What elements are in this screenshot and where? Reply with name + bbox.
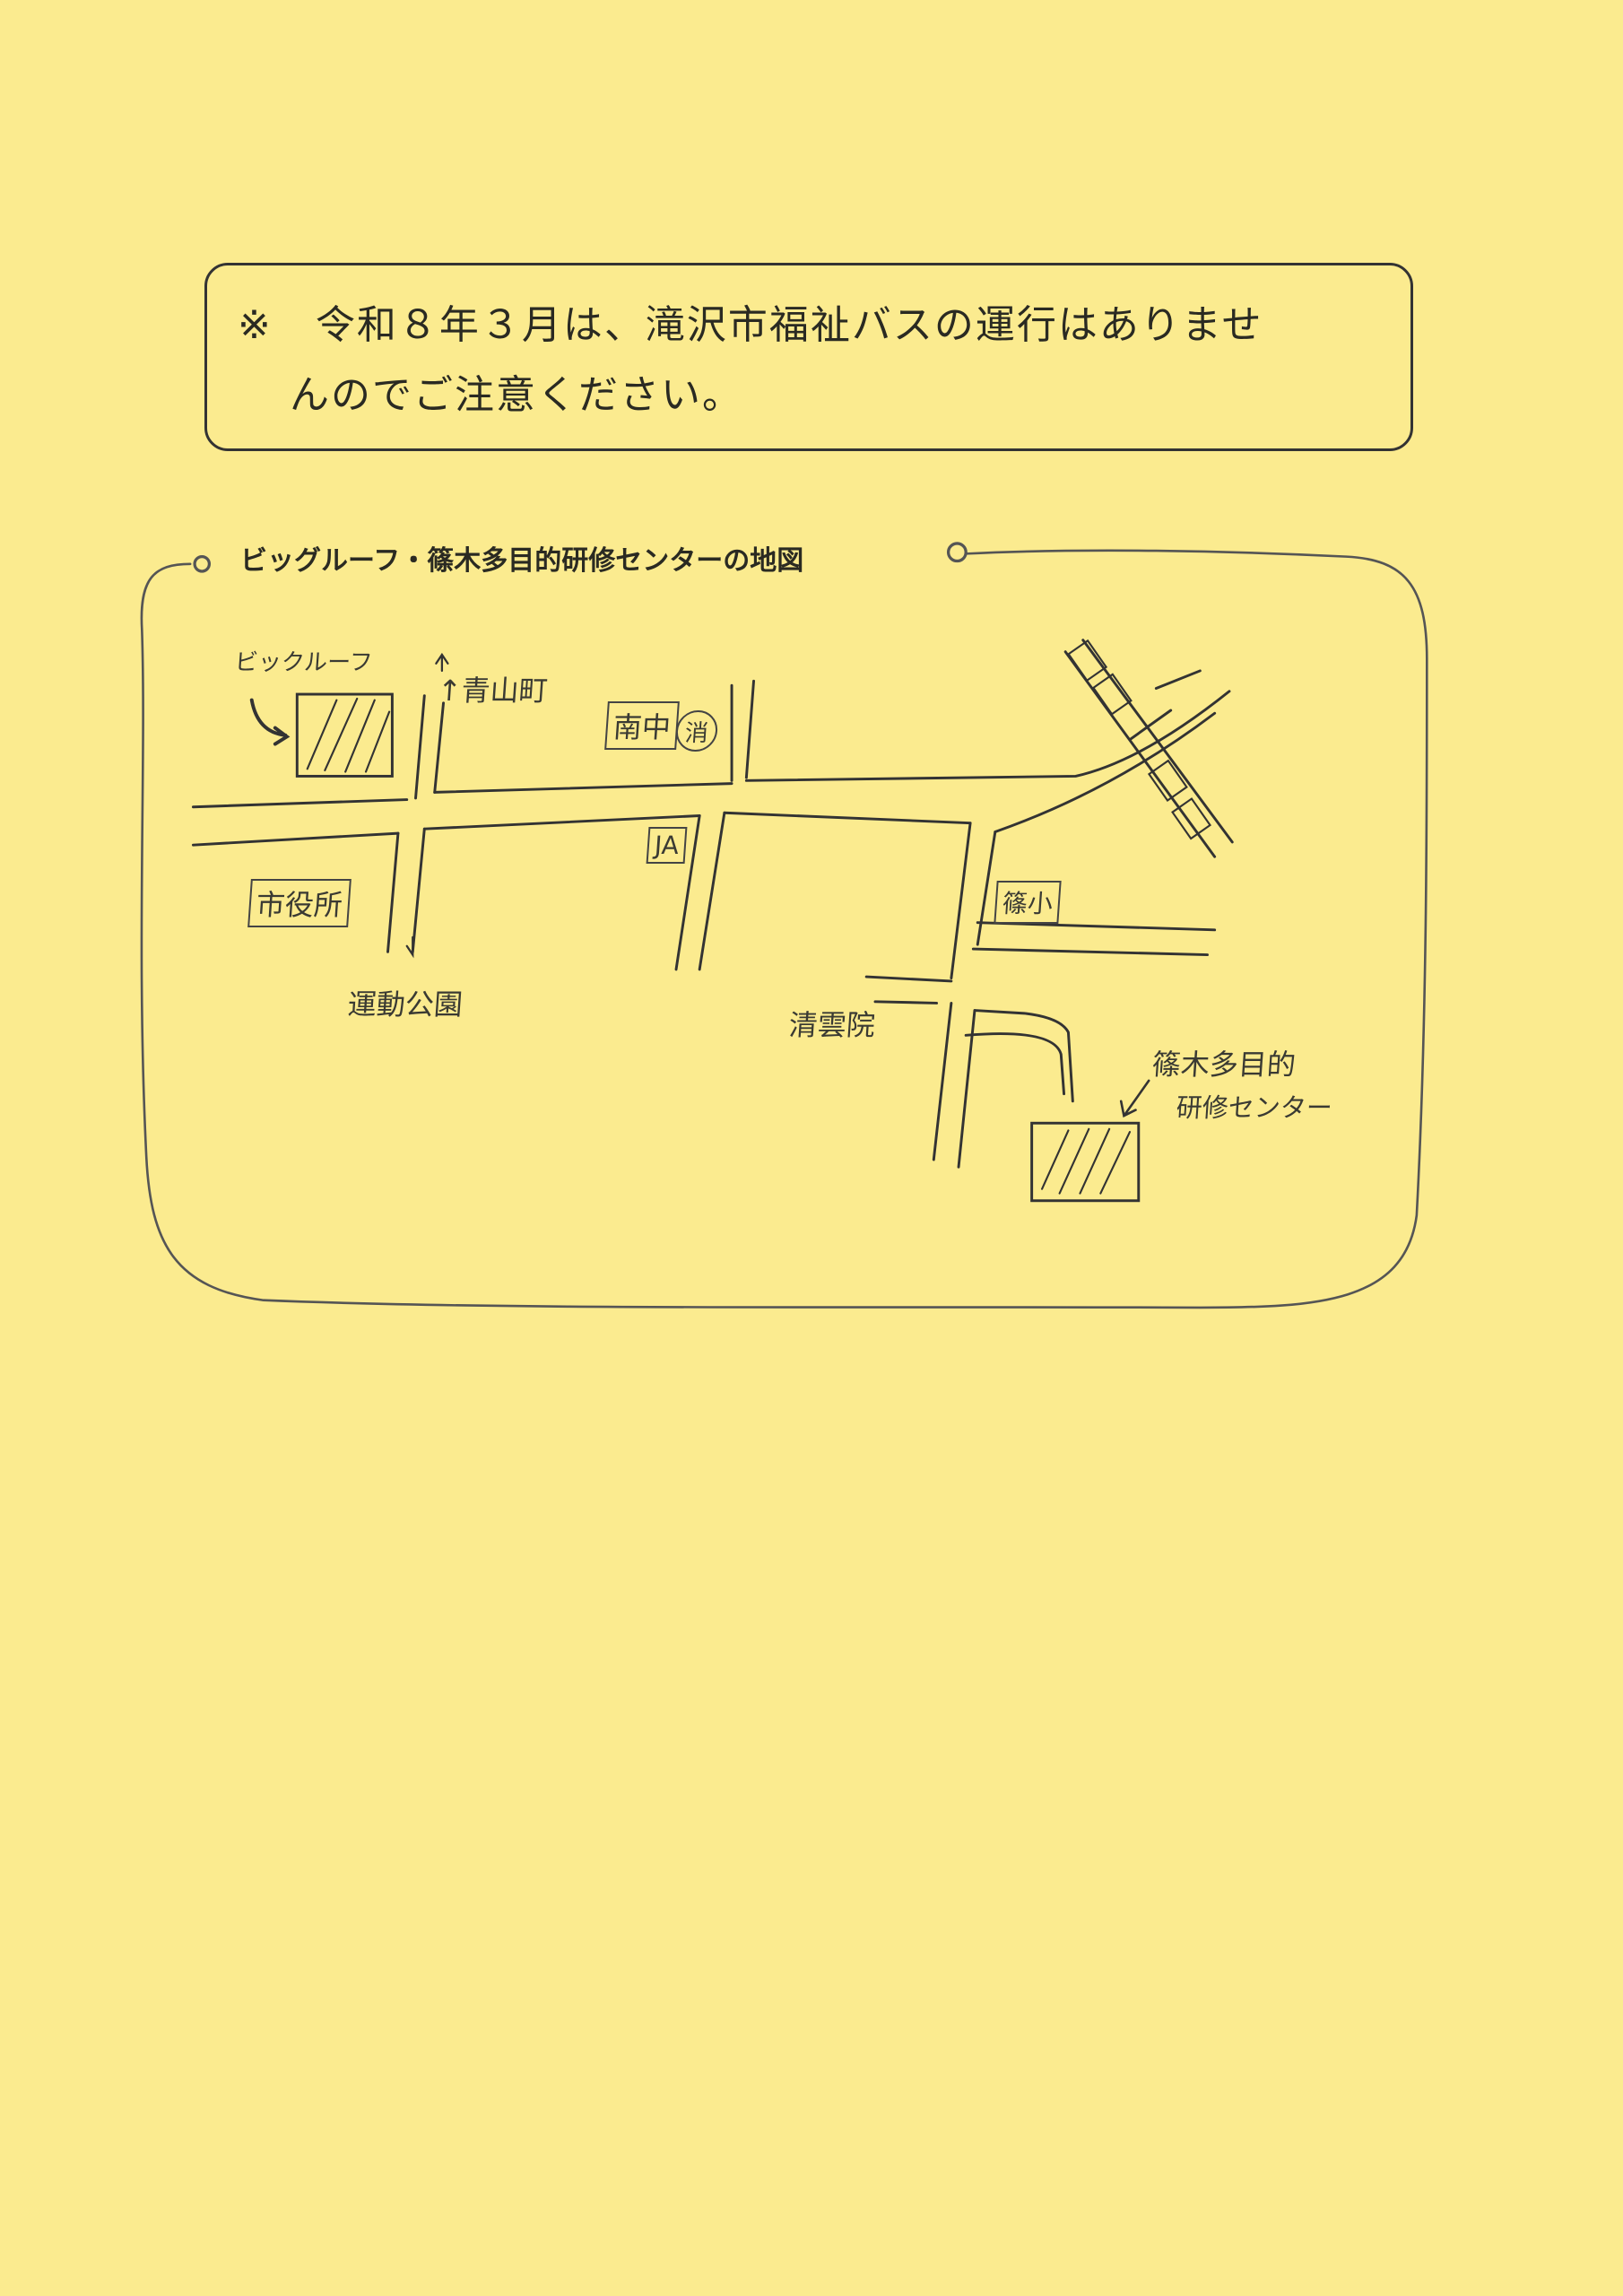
notice-line-2: んのでご注意ください。 bbox=[290, 372, 743, 418]
school-road bbox=[971, 921, 1217, 957]
label-center-line1: 篠木多目的 bbox=[1150, 1048, 1298, 1082]
label-sports-park: 運動公園 bbox=[346, 987, 464, 1022]
notice-text-1: 令和８年３月は、滝沢市福祉バスの運行はありませ bbox=[315, 302, 1263, 348]
notice-line-1: ※ 令和８年３月は、滝沢市福祉バスの運行はありませ bbox=[238, 291, 1384, 361]
main-road-north-edge bbox=[191, 690, 1231, 809]
label-city-hall: 市役所 bbox=[247, 879, 352, 927]
main-road-south-edge bbox=[191, 711, 1217, 847]
label-aoyama: ↑青山町 bbox=[436, 674, 550, 708]
ja-road bbox=[674, 811, 726, 971]
label-big-roof: ビックルーフ bbox=[233, 649, 374, 676]
label-ja: JA bbox=[646, 827, 688, 864]
nanchu-road bbox=[730, 679, 756, 782]
railway bbox=[1063, 639, 1234, 858]
notice-mark: ※ bbox=[238, 302, 273, 348]
map-title: ビッグルーフ・篠木多目的研修センターの地図 bbox=[235, 538, 810, 578]
label-shinoki-school: 篠小 bbox=[994, 881, 1062, 924]
roads bbox=[191, 639, 1234, 1203]
big-roof-building bbox=[295, 692, 394, 778]
map-border bbox=[140, 549, 1428, 1309]
east-road bbox=[932, 822, 997, 1169]
label-center-line2: 研修センター bbox=[1175, 1092, 1334, 1123]
center-building bbox=[1030, 1121, 1141, 1203]
label-seiunin: 清雲院 bbox=[787, 1008, 877, 1042]
label-nanchu: 南中 bbox=[604, 701, 680, 750]
center-road bbox=[964, 1009, 1074, 1103]
aoyama-road bbox=[414, 694, 445, 800]
park-road bbox=[386, 827, 426, 953]
notice-box: ※ 令和８年３月は、滝沢市福祉バスの運行はありませ んのでご注意ください。 bbox=[204, 263, 1413, 451]
seiunin-road bbox=[864, 975, 953, 1004]
